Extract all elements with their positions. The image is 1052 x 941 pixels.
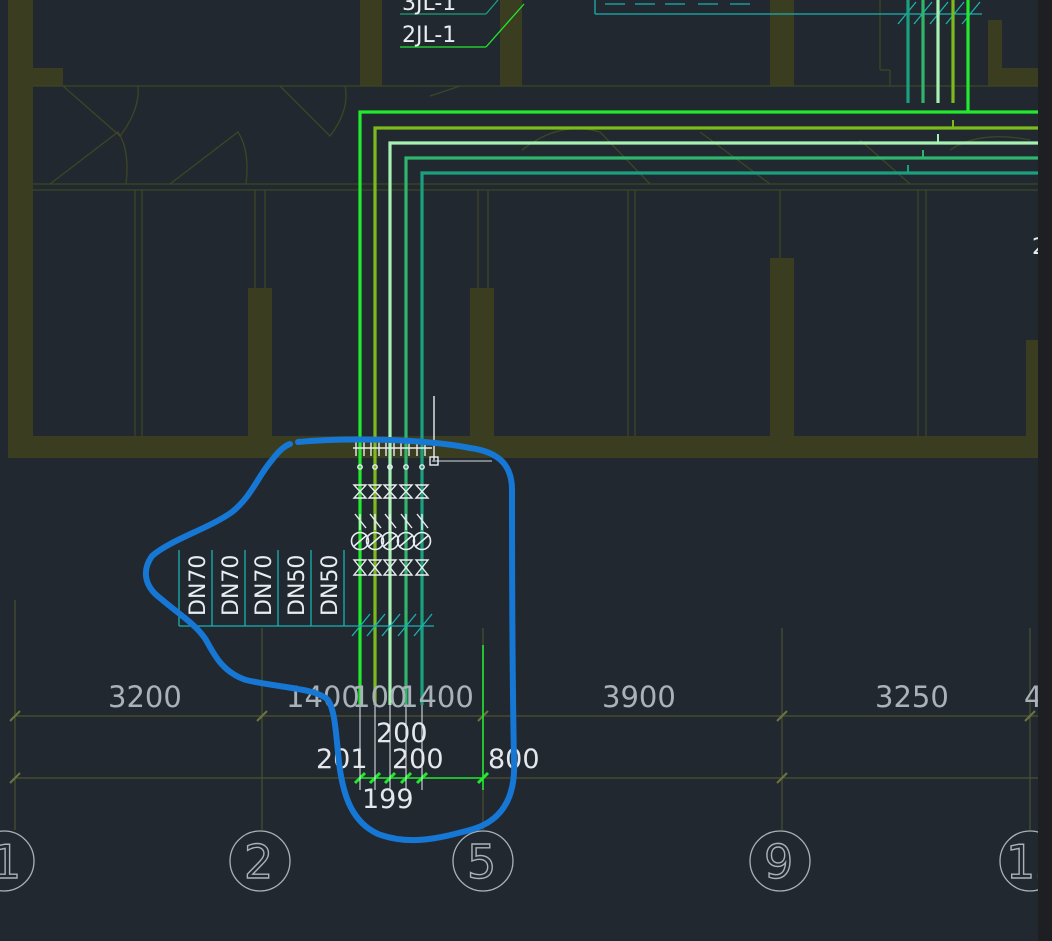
pipe-size-5: DN50 bbox=[318, 555, 343, 616]
grip-handle[interactable] bbox=[429, 456, 439, 466]
wall-pier-3 bbox=[770, 258, 794, 438]
dim-3200: 3200 bbox=[108, 680, 182, 714]
dim-100: 100 bbox=[352, 680, 407, 714]
dimension-text: 3200 1400 100 1400 3900 3250 4 200 201 2… bbox=[108, 680, 1042, 815]
axis-label-1: 1 bbox=[0, 835, 21, 889]
dim-3250: 3250 bbox=[875, 680, 949, 714]
green-dimension-chain bbox=[353, 645, 490, 790]
dim-3900: 3900 bbox=[602, 680, 676, 714]
dim-200-b: 200 bbox=[392, 744, 444, 775]
axis-bubble-5[interactable]: 5 bbox=[452, 830, 514, 892]
dim-1400-b: 1400 bbox=[400, 680, 474, 714]
pipe-4 bbox=[404, 156, 1040, 705]
wall-column-b bbox=[500, 0, 522, 86]
water-meters bbox=[350, 531, 432, 551]
gate-valves-lower bbox=[352, 559, 430, 576]
wall-left-outer bbox=[8, 0, 33, 458]
gate-valves-upper bbox=[352, 484, 430, 499]
axis-label-2: 2 bbox=[244, 835, 273, 889]
dim-199: 199 bbox=[362, 784, 414, 815]
wall-pier-4 bbox=[1026, 340, 1040, 438]
axis-bubble-2[interactable]: 2 bbox=[229, 830, 291, 892]
check-valves bbox=[354, 513, 429, 530]
dim-edge: 4 bbox=[1024, 680, 1042, 714]
pipe-size-4: DN50 bbox=[285, 555, 310, 616]
pipe-2 bbox=[373, 126, 1040, 705]
wall-pier-2 bbox=[470, 288, 494, 438]
axis-bubble-1[interactable]: 1 bbox=[0, 830, 35, 892]
pipe-size-3: DN70 bbox=[252, 555, 277, 616]
wall-pier-1 bbox=[248, 288, 272, 438]
dimension-lines bbox=[14, 600, 1040, 830]
pipe-size-1: DN70 bbox=[186, 555, 211, 616]
pipe-1 bbox=[358, 110, 1040, 705]
flange-row bbox=[353, 442, 432, 456]
pipe-size-2: DN70 bbox=[219, 555, 244, 616]
markup-freehand-outline[interactable] bbox=[142, 436, 518, 844]
wall-bottom bbox=[8, 436, 1048, 458]
wall-column-a bbox=[360, 0, 382, 86]
wall-column-e bbox=[988, 68, 1040, 86]
grid-axes: 1 2 5 9 12 bbox=[0, 830, 1052, 892]
wall-layer bbox=[8, 0, 1048, 458]
dimension-ticks bbox=[9, 710, 1036, 784]
dim-200-a: 200 bbox=[376, 718, 428, 749]
axis-label-5: 5 bbox=[467, 835, 496, 889]
pipe-size-labels: DN70 DN70 DN70 DN50 DN50 bbox=[186, 555, 343, 616]
wall-top-left bbox=[33, 68, 63, 86]
wall-column-c bbox=[770, 0, 794, 86]
axis-bubble-9[interactable]: 9 bbox=[749, 830, 811, 892]
pipe-layer bbox=[358, 0, 1040, 705]
riser-tag-2jl: 2JL-1 bbox=[402, 23, 456, 48]
architecture-lines bbox=[33, 0, 1040, 436]
pipe-size-table bbox=[178, 550, 434, 637]
riser-tag-3jl: 3JL-1 bbox=[402, 0, 456, 16]
axis-label-9: 9 bbox=[764, 835, 793, 889]
pipe-nodes bbox=[357, 464, 425, 470]
riser-tags: 3JL-1 2JL-1 2 bbox=[400, 0, 1046, 260]
valve-assembly[interactable] bbox=[350, 396, 493, 576]
window-edge-rail bbox=[1038, 0, 1052, 941]
